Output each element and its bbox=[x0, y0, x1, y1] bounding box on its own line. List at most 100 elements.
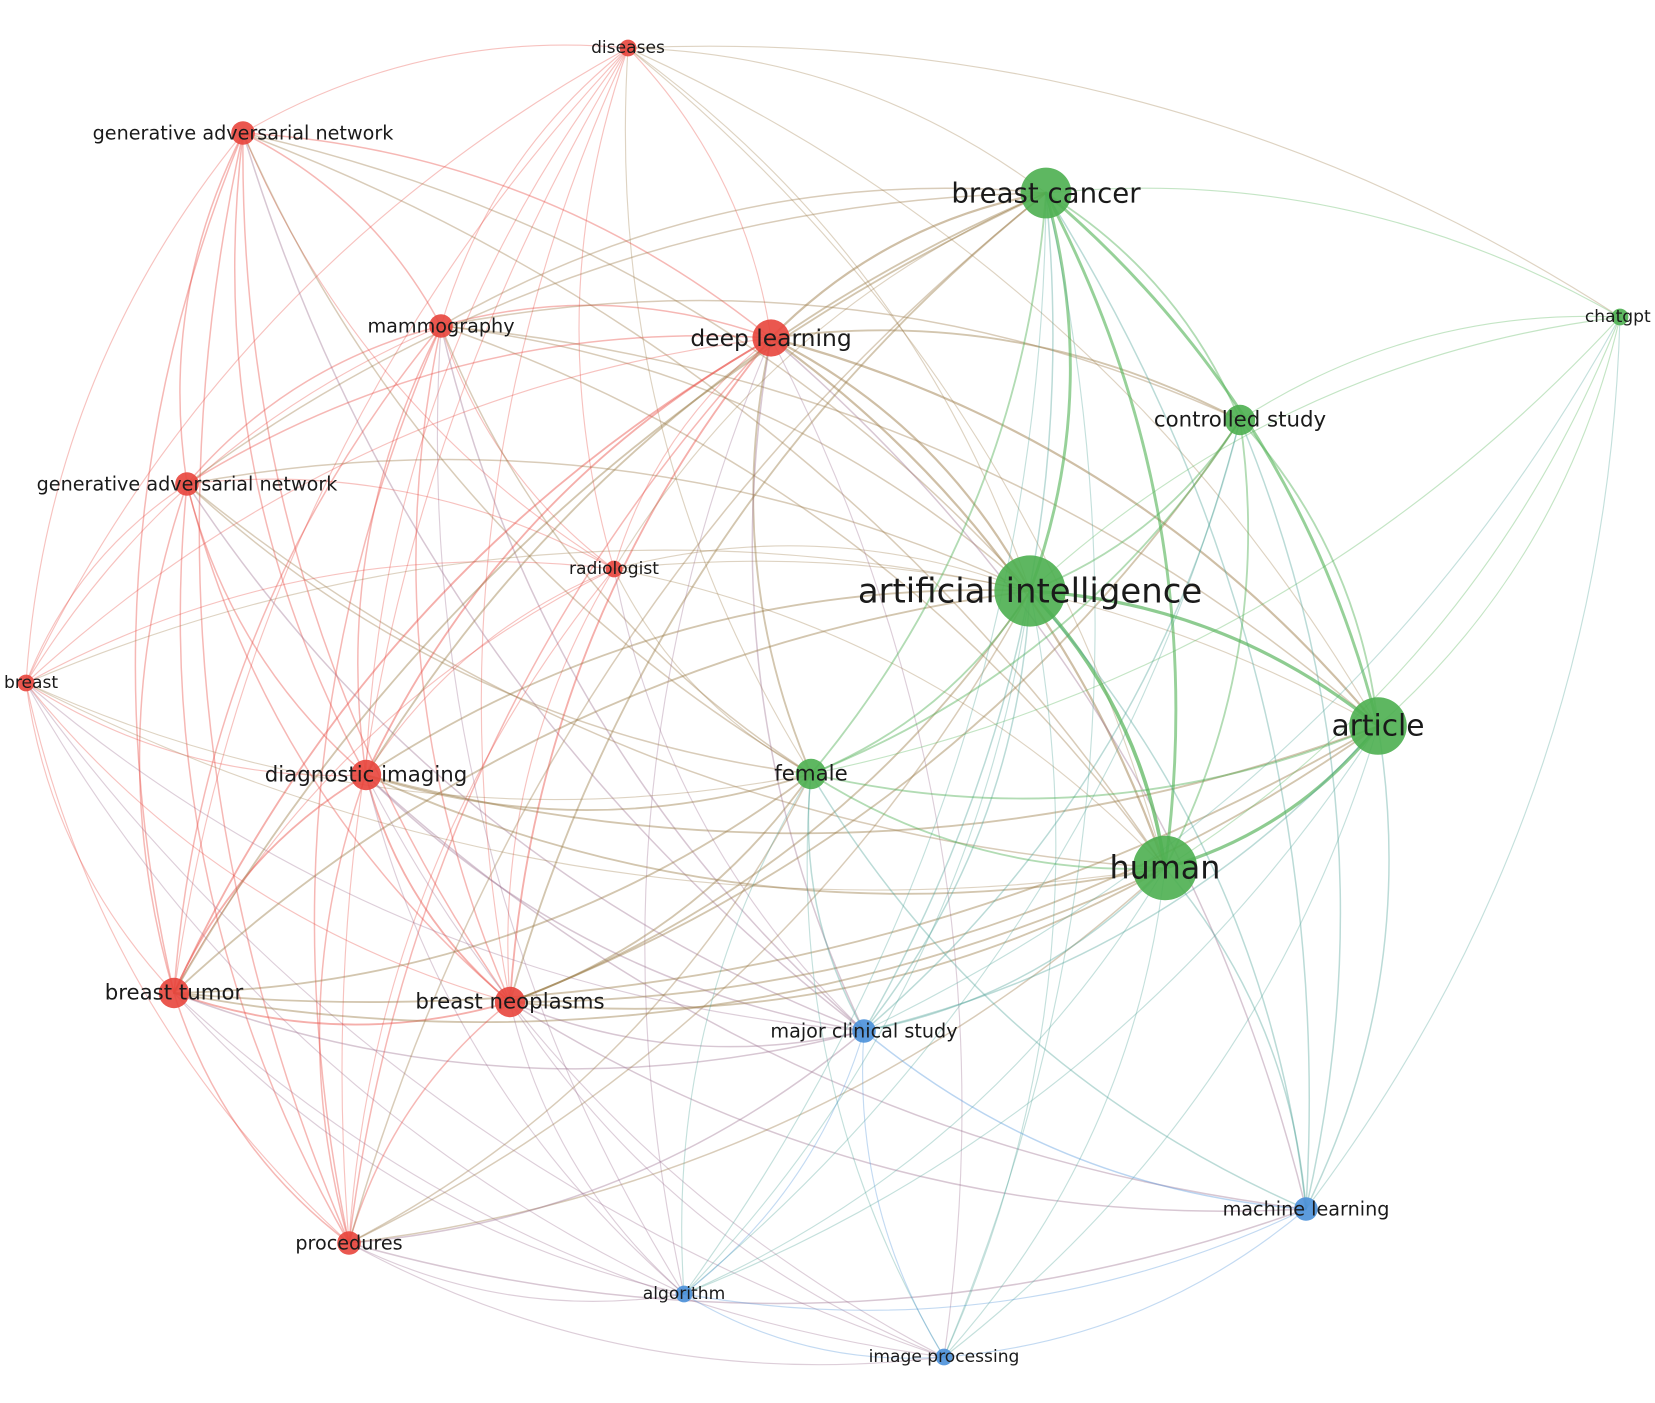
network-edge bbox=[348, 192, 1047, 1244]
network-edge bbox=[1305, 316, 1621, 1210]
node-gan2[interactable] bbox=[175, 472, 199, 496]
network-edge bbox=[1028, 589, 1167, 870]
network-edge bbox=[25, 337, 772, 684]
network-edge bbox=[613, 568, 812, 775]
network-edge bbox=[440, 325, 1031, 592]
network-edge bbox=[186, 325, 442, 485]
node-breast-neoplasms[interactable] bbox=[494, 986, 526, 1018]
network-edge bbox=[863, 867, 1166, 1032]
network-edge bbox=[440, 304, 772, 339]
node-label-breast-cancer: breast cancer bbox=[951, 177, 1141, 210]
network-edge bbox=[25, 682, 175, 994]
network-edge bbox=[348, 1030, 865, 1244]
network-edge bbox=[627, 47, 772, 339]
network-edge bbox=[234, 132, 367, 776]
node-deep-learning[interactable] bbox=[752, 319, 790, 357]
node-label-major-clinical-study: major clinical study bbox=[770, 1020, 957, 1043]
network-edge bbox=[613, 337, 772, 570]
network-edge bbox=[1029, 590, 1307, 1210]
network-edge bbox=[509, 773, 812, 1003]
network-edge bbox=[415, 325, 511, 1003]
node-label-gan1: generative adversarial network bbox=[93, 122, 395, 145]
network-edge bbox=[179, 483, 350, 1244]
network-edge bbox=[348, 337, 772, 1244]
node-artificial-intelligence[interactable] bbox=[994, 555, 1066, 627]
node-major-clinical-study[interactable] bbox=[852, 1019, 876, 1043]
network-edge bbox=[1029, 419, 1241, 592]
network-edge bbox=[810, 590, 1031, 775]
network-edge bbox=[770, 337, 963, 1358]
network-edge bbox=[365, 774, 511, 1003]
node-diseases[interactable] bbox=[619, 39, 637, 57]
network-edge bbox=[683, 1293, 945, 1359]
network-edge bbox=[627, 47, 1379, 727]
node-article[interactable] bbox=[1349, 697, 1407, 755]
network-edge bbox=[644, 337, 772, 1295]
network-edge bbox=[242, 132, 1166, 869]
node-radiologist[interactable] bbox=[605, 560, 623, 578]
node-breast-tumor[interactable] bbox=[158, 977, 190, 1009]
network-edge bbox=[683, 590, 1031, 1295]
node-breast[interactable] bbox=[17, 674, 35, 692]
network-edge bbox=[1045, 192, 1310, 1210]
node-breast-cancer[interactable] bbox=[1020, 167, 1072, 219]
network-edge bbox=[173, 867, 1166, 1024]
network-edge bbox=[863, 192, 1054, 1032]
network-edge bbox=[806, 773, 945, 1358]
node-label-gan2: generative adversarial network bbox=[37, 473, 339, 496]
network-edge bbox=[436, 325, 685, 1295]
node-label-chatgpt: chatgpt bbox=[1585, 307, 1651, 327]
network-nodes bbox=[17, 39, 1629, 1366]
node-algorithm[interactable] bbox=[675, 1285, 693, 1303]
network-edge bbox=[173, 590, 1031, 994]
network-edge bbox=[365, 192, 1047, 776]
network-edge bbox=[1028, 191, 1072, 593]
node-chatgpt[interactable] bbox=[1611, 308, 1629, 326]
network-edge bbox=[509, 1001, 685, 1295]
network-edge bbox=[242, 132, 442, 327]
network-edge bbox=[509, 867, 1166, 1010]
network-edge bbox=[480, 47, 629, 1003]
network-edge bbox=[242, 132, 772, 339]
network-edge bbox=[173, 992, 511, 1026]
network-edge bbox=[440, 187, 1047, 327]
network-edge bbox=[1045, 192, 1241, 421]
network-edge bbox=[186, 483, 511, 1003]
network-edge bbox=[25, 682, 812, 801]
node-procedures[interactable] bbox=[337, 1231, 361, 1255]
network-edge bbox=[365, 773, 812, 812]
node-label-breast-neoplasms: breast neoplasms bbox=[415, 990, 604, 1015]
network-edge bbox=[173, 773, 812, 994]
node-gan1[interactable] bbox=[231, 121, 255, 145]
node-machine-learning[interactable] bbox=[1294, 1197, 1318, 1221]
network-edge bbox=[318, 774, 367, 1244]
node-image-processing[interactable] bbox=[935, 1348, 953, 1366]
node-label-deep-learning: deep learning bbox=[690, 324, 851, 352]
network-edge bbox=[683, 867, 1166, 1295]
network-edges bbox=[25, 44, 1621, 1366]
node-human[interactable] bbox=[1132, 835, 1198, 901]
network-edge bbox=[179, 132, 244, 485]
network-edge bbox=[1028, 589, 1380, 728]
network-edge bbox=[242, 132, 511, 1003]
node-label-artificial-intelligence: artificial intelligence bbox=[858, 572, 1202, 611]
network-edge bbox=[186, 483, 812, 775]
network-edge bbox=[509, 419, 1241, 1003]
network-edge bbox=[624, 47, 812, 775]
node-diagnostic-imaging[interactable] bbox=[350, 759, 382, 791]
network-edge bbox=[440, 325, 615, 570]
network-edge bbox=[770, 329, 1241, 421]
network-edge bbox=[863, 1030, 1307, 1210]
network-edge bbox=[186, 458, 1031, 592]
network-edge bbox=[173, 992, 685, 1295]
network-edge bbox=[509, 725, 1379, 1003]
node-controlled-study[interactable] bbox=[1224, 404, 1256, 436]
network-edge bbox=[509, 192, 1047, 1003]
network-edge bbox=[1044, 191, 1380, 728]
network-edge bbox=[807, 773, 865, 1032]
network-edge bbox=[173, 325, 442, 994]
network-edge bbox=[25, 682, 1166, 891]
network-edge bbox=[1164, 316, 1621, 869]
node-mammography[interactable] bbox=[429, 314, 453, 338]
node-female[interactable] bbox=[795, 758, 827, 790]
